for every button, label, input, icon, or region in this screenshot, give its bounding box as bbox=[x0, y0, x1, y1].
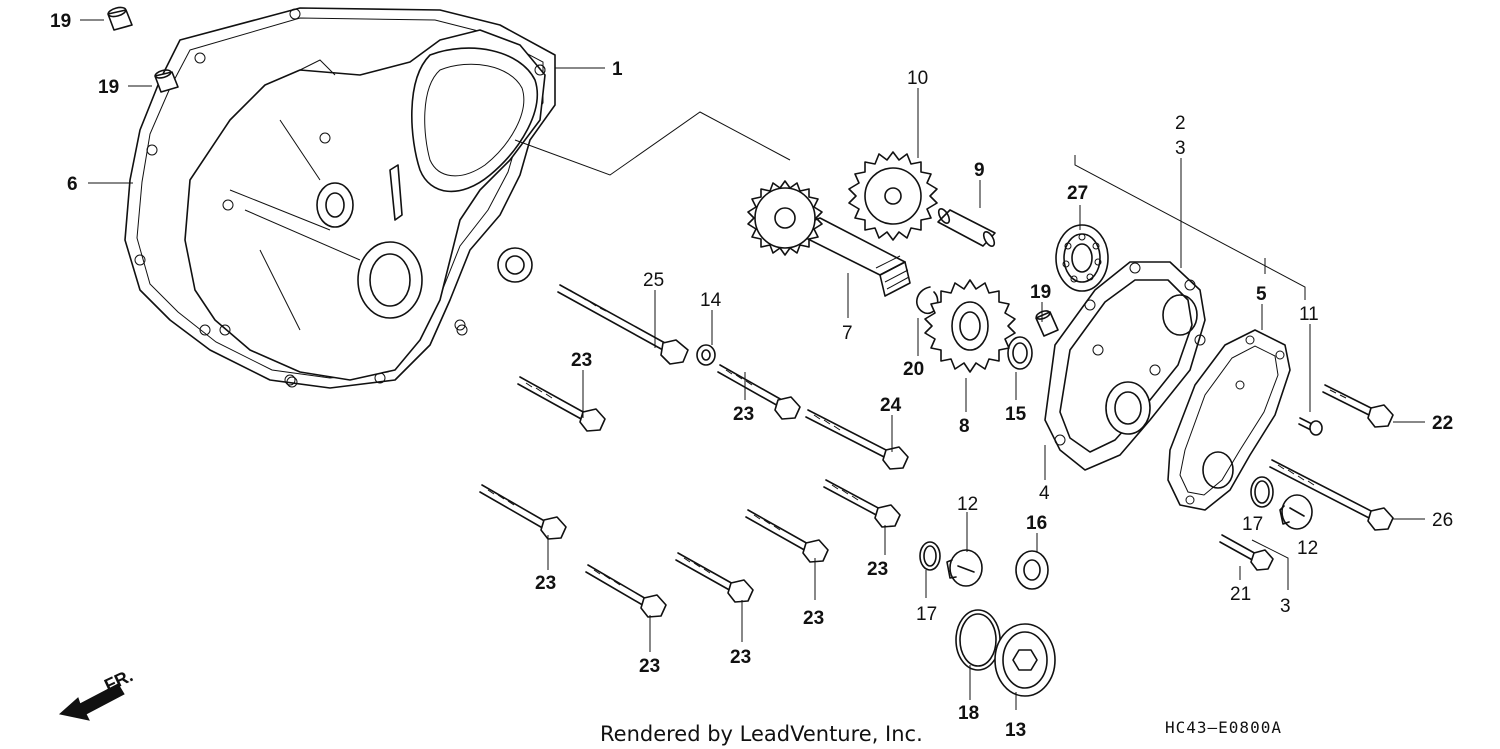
callout-6: 6 bbox=[67, 174, 78, 195]
bolt-26 bbox=[1269, 459, 1394, 531]
callout-23-f: 23 bbox=[639, 656, 660, 677]
callout-7: 7 bbox=[842, 323, 853, 344]
group-bracket-line bbox=[514, 111, 791, 176]
callout-14: 14 bbox=[700, 290, 722, 311]
callout-23-a: 23 bbox=[571, 350, 592, 371]
callout-26: 26 bbox=[1432, 510, 1453, 531]
callout-27: 27 bbox=[1067, 183, 1088, 204]
o-ring-17-right bbox=[1250, 476, 1274, 508]
callout-24: 24 bbox=[880, 395, 902, 416]
callout-10: 10 bbox=[907, 68, 928, 89]
dowel-pin-19-second bbox=[154, 69, 179, 93]
o-ring-17-left bbox=[919, 541, 941, 571]
bolt-23-mid bbox=[745, 509, 829, 563]
bearing-27 bbox=[1055, 224, 1109, 292]
cover-5 bbox=[1167, 329, 1291, 511]
callout-19-second: 19 bbox=[98, 77, 119, 98]
bolt-21 bbox=[1219, 534, 1274, 571]
bolt-24 bbox=[805, 409, 909, 470]
screw-11 bbox=[1298, 417, 1323, 436]
callout-17-left: 17 bbox=[916, 604, 937, 625]
callout-15: 15 bbox=[1005, 404, 1027, 425]
dowel-pin-19-top bbox=[107, 6, 133, 31]
callout-19-top: 19 bbox=[50, 11, 71, 32]
callout-19-right: 19 bbox=[1030, 282, 1051, 303]
callout-4: 4 bbox=[1039, 483, 1050, 504]
callout-5: 5 bbox=[1256, 284, 1267, 305]
callout-21: 21 bbox=[1230, 584, 1251, 605]
callout-11: 11 bbox=[1299, 304, 1319, 325]
callout-23-e: 23 bbox=[803, 608, 824, 629]
dowel-pin-19-right bbox=[1035, 310, 1059, 337]
callout-3-bottom: 3 bbox=[1280, 596, 1291, 617]
callout-18: 18 bbox=[958, 703, 979, 724]
callout-9: 9 bbox=[974, 160, 985, 181]
shaft-gear-7 bbox=[747, 180, 911, 297]
callout-16: 16 bbox=[1026, 513, 1047, 534]
bolt-23-lower-center bbox=[675, 552, 754, 603]
bolt-22 bbox=[1322, 384, 1394, 428]
plug-12-right bbox=[1279, 494, 1313, 530]
front-direction-arrow-icon: FR. bbox=[58, 665, 136, 721]
callout-22: 22 bbox=[1432, 413, 1453, 434]
bolt-23-bottom bbox=[585, 564, 667, 618]
washer-14 bbox=[696, 344, 716, 366]
pin-9 bbox=[937, 207, 996, 248]
callout-13: 13 bbox=[1005, 720, 1026, 741]
callout-23-c: 23 bbox=[535, 573, 556, 594]
cover-4 bbox=[1044, 261, 1206, 471]
callout-20: 20 bbox=[903, 359, 924, 380]
gear-10 bbox=[848, 151, 938, 241]
callout-3-top: 3 bbox=[1175, 138, 1186, 159]
bolt-23-mid-right bbox=[823, 479, 901, 528]
washer-15 bbox=[1007, 336, 1033, 370]
callout-12-right: 12 bbox=[1297, 538, 1318, 559]
group-bracket-right bbox=[1074, 155, 1306, 300]
circlip-20 bbox=[916, 286, 939, 315]
oil-seal-16 bbox=[1015, 550, 1049, 590]
callout-12-left: 12 bbox=[957, 494, 978, 515]
left-crankcase-cover bbox=[184, 29, 546, 388]
drawing-code: HC43–E0800A bbox=[1165, 718, 1282, 737]
bolt-23-center bbox=[717, 364, 801, 420]
callout-2: 2 bbox=[1175, 113, 1186, 134]
render-credit: Rendered by LeadVenture, Inc. bbox=[600, 722, 923, 746]
bolt-23-left bbox=[517, 376, 606, 432]
callout-23-d: 23 bbox=[867, 559, 888, 580]
o-ring-18 bbox=[955, 609, 1001, 671]
callout-23-g: 23 bbox=[730, 647, 751, 668]
callout-23-b: 23 bbox=[733, 404, 754, 425]
bolt-25 bbox=[557, 284, 689, 365]
callout-8: 8 bbox=[959, 416, 970, 437]
group-bracket-bottom bbox=[1251, 539, 1289, 568]
gear-8 bbox=[924, 279, 1016, 373]
callout-1: 1 bbox=[612, 59, 623, 80]
callout-labels: 19 19 1 6 10 9 2 3 27 7 25 14 19 20 8 15… bbox=[50, 11, 1453, 741]
bolt-23-lower-left bbox=[479, 484, 567, 540]
plug-12-left bbox=[946, 549, 983, 587]
callout-17-right: 17 bbox=[1242, 514, 1263, 535]
plug-13 bbox=[994, 623, 1056, 697]
leader-lines bbox=[80, 19, 1425, 710]
callout-25: 25 bbox=[643, 270, 664, 291]
